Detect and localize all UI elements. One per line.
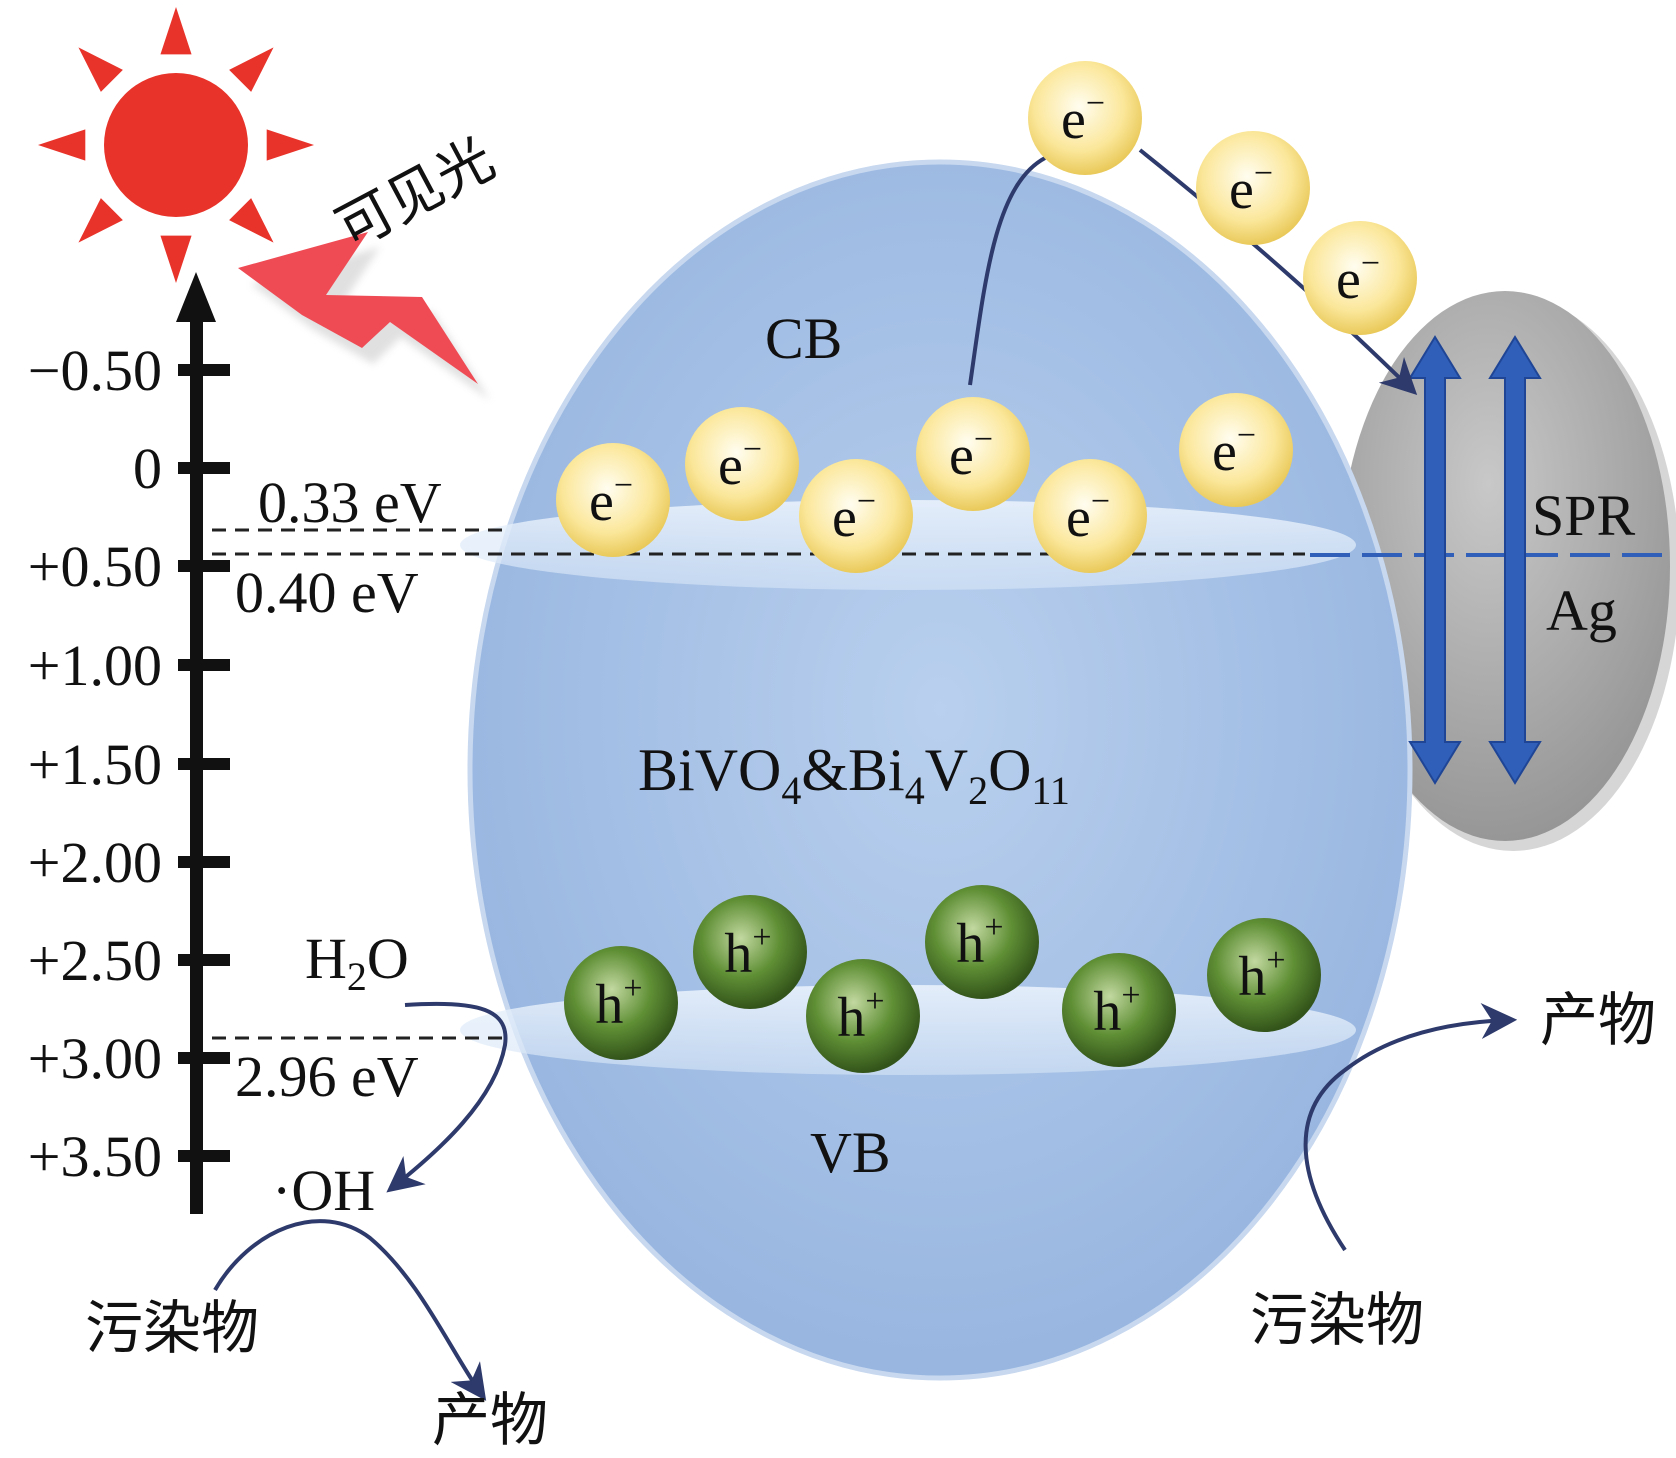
energy-axis: −0.50 0 +0.50 +1.00 +1.50 +2.00 +2.50 +3.00 +3.5… [28,272,230,1214]
electron-particle-label: e− [1212,417,1256,483]
axis-arrow-icon [176,272,216,322]
electron-particle: e− [1303,221,1417,335]
right-pollutant-label: 污染物 [1250,1286,1424,1354]
axis-tick [178,758,230,770]
axis-tick-label: +2.50 [28,928,162,993]
sun-ray-icon [38,129,86,161]
electron-particle-label: e− [718,431,762,497]
hole-particle: h+ [564,946,678,1060]
electron-particle: e− [1179,393,1293,507]
electron-particle-label: e− [1229,155,1273,221]
right-product-label: 产物 [1540,986,1656,1054]
electron-particle-label: e− [589,467,633,533]
axis-tick [178,560,230,572]
electron-particle: e− [799,459,913,573]
electron-particle: e− [556,443,670,557]
hole-particle-label: h+ [956,909,1003,975]
spr-double-arrow-left [1408,335,1462,785]
axis-tick-label: +0.50 [28,534,162,599]
electron-particle-label: e− [1061,85,1105,151]
sun-ray-icon [160,7,192,55]
axis-tick [178,659,230,671]
axis-tick-label: +1.50 [28,732,162,797]
axis-tick-label: +1.00 [28,633,162,698]
left-pollutant-label: 污染物 [85,1294,259,1362]
electron-transfer-arrow [1138,148,1418,396]
axis-tick [178,1150,230,1162]
hole-particle: h+ [1207,918,1321,1032]
water-oxidation-arrow [386,1001,508,1193]
axis-tick [178,954,230,966]
axis-tick [178,462,230,474]
axis-tick-label: +2.00 [28,830,162,895]
sun-ray-icon [266,129,314,161]
sun-ray-icon [229,198,274,243]
level-label-2.96: 2.96 eV [235,1044,419,1109]
axis-tick-label: +3.00 [28,1026,162,1091]
level-label-0.40: 0.40 eV [235,560,419,625]
electron-particle-label: e− [832,483,876,549]
electron-particle-label: e− [1336,245,1380,311]
electron-particle-label: e− [949,421,993,487]
hole-particle: h+ [693,895,807,1009]
electron-particle: e− [685,407,799,521]
sun-ray-icon [78,198,123,243]
hole-particle: h+ [925,885,1039,999]
electron-particle: e− [1196,131,1310,245]
hole-particle-label: h+ [595,970,642,1036]
right-degradation-arrow [1303,1002,1518,1252]
hole-group: h+ h+ h+ h+ h+ h+ [564,885,1321,1073]
spr-label: SPR [1532,483,1636,548]
water-label: H2O [305,926,409,999]
hole-particle-label: h+ [1093,977,1140,1043]
level-label-0.33: 0.33 eV [258,470,442,535]
hole-particle: h+ [806,959,920,1073]
cb-label: CB [765,306,842,371]
left-degradation-arrow [213,1219,487,1401]
ag-label: Ag [1546,578,1617,643]
electron-particle: e− [916,397,1030,511]
electron-excitation-curve [968,156,1046,386]
electron-particle: e− [1033,459,1147,573]
sun-ray-icon [229,47,274,92]
axis-tick-label: +3.50 [28,1124,162,1189]
electron-particle-label: e− [1066,483,1110,549]
sun-ray-icon [160,235,192,283]
hole-particle-label: h+ [724,919,771,985]
axis-tick [178,364,230,376]
hole-particle: h+ [1062,953,1176,1067]
hole-particle-label: h+ [837,983,884,1049]
axis-tick-label: −0.50 [28,338,162,403]
electron-particle: e− [1028,61,1142,175]
electron-group: e− e− e− e− e− e− e− e− e− [556,61,1417,573]
left-product-label: 产物 [432,1386,548,1454]
axis-tick [178,856,230,868]
sun-ray-icon [78,47,123,92]
sun-icon [38,7,314,283]
visible-light-label: 可见光 [326,126,505,262]
spr-double-arrow-right [1488,335,1542,785]
vb-label: VB [810,1120,891,1185]
catalyst-formula: BiVO4&Bi4V2O11 [638,737,1070,813]
axis-tick-label: 0 [133,436,162,501]
lightning-bolt-icon [238,232,490,400]
hydroxyl-radical-label: ·OH [272,1158,375,1223]
axis-tick [178,1052,230,1064]
hole-particle-label: h+ [1238,942,1285,1008]
